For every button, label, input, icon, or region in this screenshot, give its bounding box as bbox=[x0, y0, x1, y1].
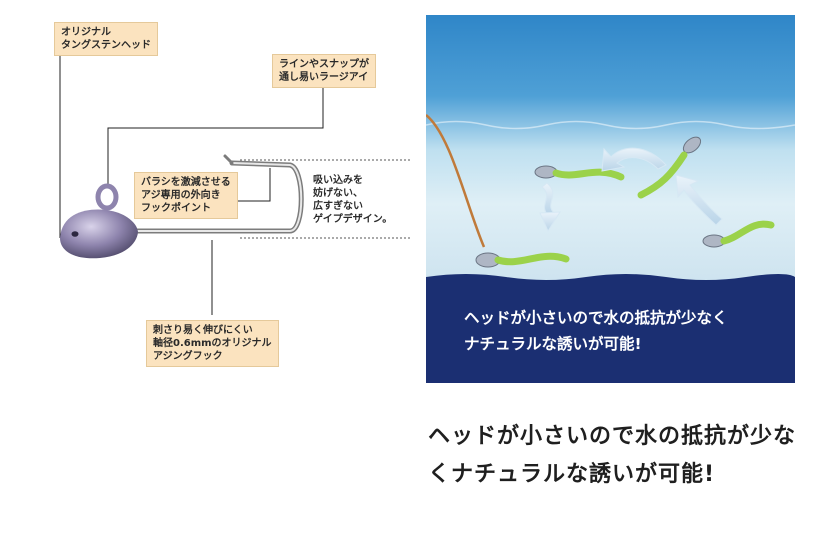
gape-dotted-lines bbox=[240, 159, 410, 239]
tungsten-head bbox=[60, 209, 138, 259]
callout-hook-line: 刺さり易く伸びにくい bbox=[153, 325, 253, 336]
head-eye-dot bbox=[71, 231, 79, 237]
eye-ring bbox=[95, 183, 119, 211]
callout-point: バラシを激減させる アジ専用の外向き フックポイント bbox=[134, 172, 238, 219]
gape-line: ゲイプデザイン。 bbox=[313, 214, 393, 225]
gape-description: 吸い込みを 妨げない、 広すぎない ゲイプデザイン。 bbox=[313, 174, 392, 226]
gape-line: 吸い込みを bbox=[313, 175, 363, 186]
motion-arrows bbox=[539, 147, 723, 233]
callout-point-line: バラシを激減させる bbox=[141, 177, 231, 188]
jighead-diagram: オリジナル タングステンヘッド ラインやスナップが 通し易いラージアイ バラシを… bbox=[0, 0, 410, 400]
callout-point-line: フックポイント bbox=[141, 203, 211, 214]
callout-hook: 刺さり易く伸びにくい 軸径0.6mmのオリジナル アジングフック bbox=[146, 320, 279, 367]
illustration-caption-line: ナチュラルな誘いが可能! bbox=[464, 335, 642, 353]
callout-eye-line: ラインやスナップが bbox=[279, 59, 369, 70]
down-arrow-head bbox=[539, 211, 561, 233]
surface-wave bbox=[426, 120, 795, 130]
callout-eye-line: 通し易いラージアイ bbox=[279, 72, 369, 83]
lure-upper-right bbox=[637, 136, 702, 199]
hook-shape bbox=[127, 154, 304, 234]
callout-head-line: オリジナル bbox=[61, 27, 111, 38]
curved-arrow-top bbox=[601, 147, 667, 172]
callout-point-line: アジ専用の外向き bbox=[141, 190, 221, 201]
illustration-caption: ヘッドが小さいので水の抵抗が少なく ナチュラルな誘いが可能! bbox=[464, 305, 784, 357]
lure-bottom bbox=[475, 252, 570, 268]
curved-arrow-right bbox=[675, 174, 723, 226]
diagram-lines bbox=[59, 55, 410, 315]
underwater-illustration: ヘッドが小さいので水の抵抗が少なく ナチュラルな誘いが可能! bbox=[426, 15, 795, 383]
callout-eye: ラインやスナップが 通し易いラージアイ bbox=[272, 54, 376, 88]
callout-hook-line: 軸径0.6mmのオリジナル bbox=[153, 338, 272, 349]
lure-lower-right bbox=[702, 220, 775, 248]
feature-caption: ヘッドが小さいので水の抵抗が少なくナチュラルな誘いが可能! bbox=[428, 424, 797, 487]
illustration-caption-line: ヘッドが小さいので水の抵抗が少なく bbox=[464, 309, 728, 327]
fishing-line bbox=[426, 114, 486, 248]
lure-upper-left bbox=[534, 165, 625, 181]
deep-band bbox=[426, 274, 795, 383]
illustration-svg bbox=[426, 15, 795, 383]
callout-head: オリジナル タングステンヘッド bbox=[54, 22, 158, 56]
gape-line: 妨げない、 bbox=[313, 188, 363, 199]
callout-head-line: タングステンヘッド bbox=[61, 40, 151, 51]
gape-line: 広すぎない bbox=[313, 201, 363, 212]
water-area bbox=[426, 15, 795, 285]
leader-lines bbox=[59, 55, 324, 315]
callout-hook-line: アジングフック bbox=[153, 351, 223, 362]
wavy-arrow bbox=[541, 182, 555, 216]
